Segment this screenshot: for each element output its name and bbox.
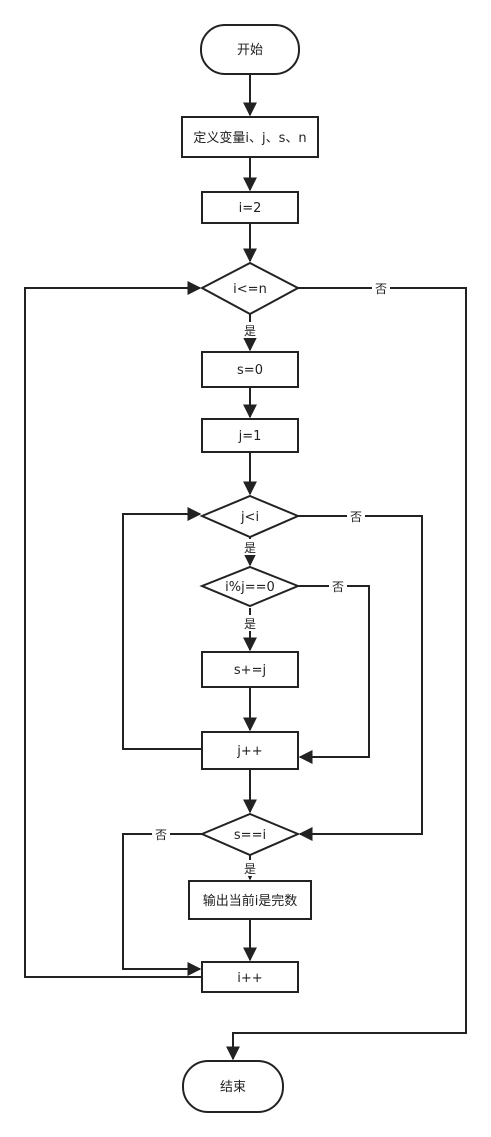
node-start-text: 开始 [237,43,263,58]
label-perfect-no: 否 [155,828,167,842]
node-cond-perfect: s==i [199,812,301,857]
node-end-text: 结束 [220,1080,246,1095]
node-cond-inner: j<i [199,494,301,539]
node-init-i-text: i=2 [239,201,262,216]
node-inc-i-text: i++ [237,971,262,986]
node-init-s: s=0 [201,351,299,388]
node-init-j: j=1 [201,418,299,453]
node-cond-mod: i%j==0 [199,565,301,608]
node-init-i: i=2 [201,191,299,224]
node-output: 输出当前i是完数 [188,880,312,920]
node-end: 结束 [182,1060,284,1113]
node-start: 开始 [200,24,300,75]
node-init-j-text: j=1 [238,429,262,444]
label-mod-yes: 是 [244,617,256,631]
edge-outer-no [226,287,467,1061]
node-init-s-text: s=0 [237,363,263,378]
label-perfect-yes: 是 [244,862,256,876]
node-cond-inner-text: j<i [240,510,259,525]
node-add-s: s+=j [201,651,299,688]
node-inc-j-text: j++ [236,744,262,759]
edge-inc-j-loop [122,507,202,750]
node-cond-outer: i<=n [199,261,301,316]
label-outer-yes: 是 [244,324,256,338]
edge-mod-no [298,585,370,764]
node-cond-mod-text: i%j==0 [225,580,275,595]
node-output-text: 输出当前i是完数 [203,893,298,909]
node-cond-outer-text: i<=n [233,282,267,297]
edge-inc-i-loop [24,281,202,978]
node-define-vars: 定义变量i、j、s、n [181,116,319,158]
label-inner-yes: 是 [244,541,256,555]
label-mod-no: 否 [332,580,344,594]
nodes: 开始 定义变量i、j、s、n i=2 i<=n s=0 j=1 j<i [181,24,319,1113]
label-outer-no: 否 [375,282,387,296]
node-inc-j: j++ [201,731,299,770]
edge-labels: 否 是 否 是 否 是 否 是 [152,280,390,876]
node-add-s-text: s+=j [234,663,266,678]
label-inner-no: 否 [350,510,362,524]
node-inc-i: i++ [201,961,299,993]
node-cond-perfect-text: s==i [234,828,266,843]
edge-inner-no [298,515,423,841]
node-define-vars-text: 定义变量i、j、s、n [193,130,306,146]
